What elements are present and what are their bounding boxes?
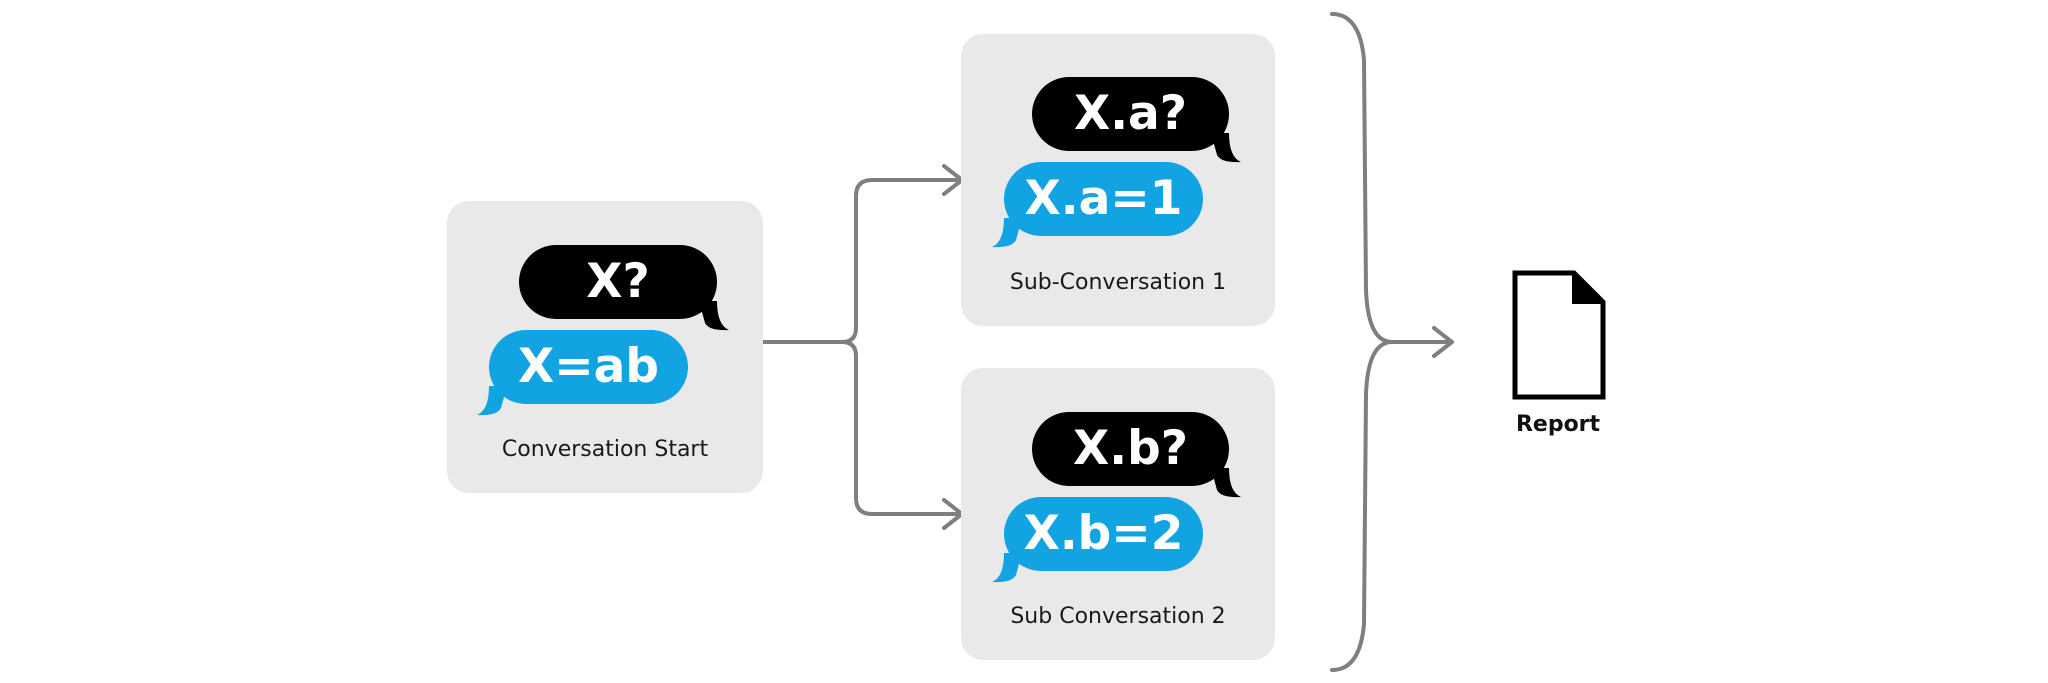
- question-text: X?: [586, 254, 650, 309]
- bubble-tail-icon: [477, 386, 507, 416]
- bubble-tail-icon: [1211, 133, 1241, 163]
- bubble-tail-icon: [699, 301, 729, 331]
- answer-text: X=ab: [518, 339, 659, 394]
- bubble-tail-icon: [992, 553, 1022, 583]
- question-bubble: X.a?: [1032, 77, 1241, 163]
- sub-conversation-1-card: X.a? X.a=1 Sub-Conversation 1: [961, 34, 1275, 326]
- conversation-start-card: X? X=ab Conversation Start: [447, 201, 763, 493]
- answer-bubble: X.b=2: [992, 497, 1203, 583]
- answer-bubble: X=ab: [477, 330, 688, 416]
- sub-conversation-2-card: X.b? X.b=2 Sub Conversation 2: [961, 368, 1275, 660]
- answer-bubble: X.a=1: [992, 162, 1203, 248]
- bubble-tail-icon: [1211, 468, 1241, 498]
- bubble-tail-icon: [992, 218, 1022, 248]
- branch-line-sub2: [840, 340, 962, 516]
- card-label: Conversation Start: [501, 437, 709, 462]
- report-label: Report: [1515, 412, 1601, 437]
- branch-line-sub1: [840, 178, 962, 344]
- answer-text: X.a=1: [1024, 171, 1183, 226]
- question-bubble: X.b?: [1032, 412, 1241, 498]
- document-icon: [1512, 270, 1606, 400]
- question-text: X.a?: [1073, 86, 1188, 141]
- question-text: X.b?: [1073, 421, 1188, 476]
- card-label: Sub-Conversation 1: [1009, 270, 1227, 295]
- card-label: Sub Conversation 2: [1010, 604, 1226, 629]
- answer-text: X.b=2: [1023, 506, 1184, 561]
- report-arrowhead: [1432, 326, 1454, 358]
- question-bubble: X?: [519, 245, 729, 331]
- combine-brace: [1330, 12, 1394, 672]
